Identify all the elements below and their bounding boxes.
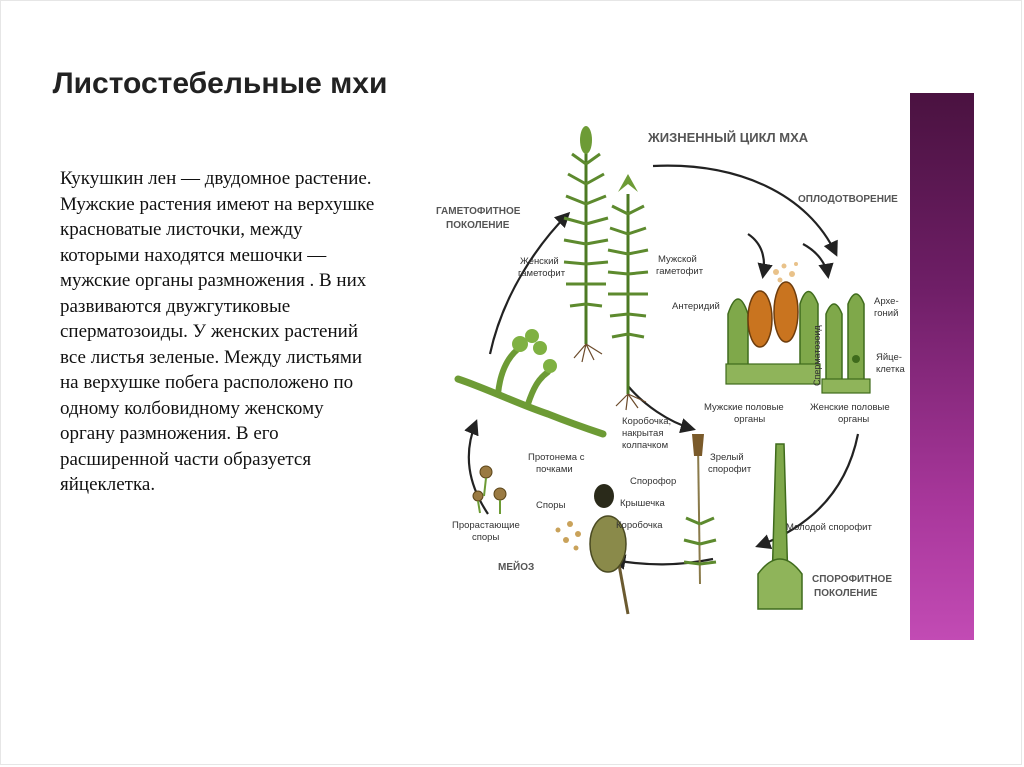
label-sporophyte-gen-line2: ПОКОЛЕНИЕ [814,588,878,599]
female-sex-organs-illustration [821,293,871,394]
label-male-organs-line1: Мужские половые [704,402,784,413]
label-fertilization: ОПЛОДОТВОРЕНИЕ [798,194,898,205]
arrow-bottom [609,554,714,570]
label-male-organs-line2: органы [734,414,765,425]
label-archegonium-line2: гоний [874,308,898,319]
label-female-organs-line2: органы [838,414,869,425]
diagram-heading: ЖИЗНЕННЫЙ ЦИКЛ МХА [647,130,809,145]
label-lid: Крышечка [620,498,666,509]
mature-sporophyte-illustration [683,434,717,585]
label-male-gametophyte-line2: гаметофит [656,266,704,277]
label-germinating-spores-line2: споры [472,532,499,543]
label-young-sporophyte: Молодой спорофит [786,522,872,533]
label-female-organs-line1: Женские половые [810,402,890,413]
label-female-gametophyte-line1: Женский [520,256,559,267]
female-gametophyte-illustration [563,126,609,363]
arrow-inner-1 [747,233,773,280]
label-gametophyte-gen-line1: ГАМЕТОФИТНОЕ [436,206,521,217]
label-protonema-line2: почками [536,464,573,475]
arrow-left-lower [464,419,489,515]
label-male-gametophyte-line1: Мужской [658,254,697,265]
label-capsule-cap-line3: колпачком [622,440,668,451]
decorative-purple-bar [910,93,974,640]
label-female-gametophyte-line2: гаметофит [518,268,566,279]
protonema-illustration [454,329,607,438]
label-sporophore: Спорофор [630,476,676,487]
label-capsule-cap-line1: Коробочка, [622,416,671,427]
label-mature-sporophyte-line2: спорофит [708,464,752,475]
male-sex-organs-illustration [725,262,821,385]
germinating-spores-illustration [472,465,507,514]
moss-life-cycle-diagram: ЖИЗНЕННЫЙ ЦИКЛ МХА ГАМЕТОФИТНОЕ ПОКОЛЕНИ… [436,126,905,615]
label-capsule-cap-line2: накрытая [622,428,663,439]
label-gametophyte-gen-line2: ПОКОЛЕНИЕ [446,220,510,231]
label-sperm: Сперматозоид [812,325,822,386]
arrow-left-upper [488,211,571,355]
label-mature-sporophyte-line1: Зрелый [710,452,744,463]
label-spores: Споры [536,500,566,511]
label-meiosis: МЕЙОЗ [498,560,534,573]
label-antheridium: Антеридий [672,301,720,312]
capsule-with-spores-illustration [555,484,630,615]
arrow-top [652,164,838,257]
label-protonema-line1: Протонема с [528,452,585,463]
label-egg-line2: клетка [876,364,905,375]
slide-title: Листостебельные мхи [52,67,388,100]
label-sporophyte-gen-line1: СПОРОФИТНОЕ [812,574,892,585]
slide-body-text: Кукушкин лен — двудомное растение. Мужск… [60,168,375,495]
label-egg-line1: Яйце- [876,352,902,363]
young-sporophyte-illustration [757,443,803,610]
label-capsule: Коробочка [616,520,663,531]
arrow-inner-2 [802,243,834,280]
label-germinating-spores-line1: Прорастающие [452,520,520,531]
arrow-inner-3 [627,385,696,434]
male-gametophyte-illustration [607,174,649,411]
label-archegonium-line1: Архе- [874,296,899,307]
